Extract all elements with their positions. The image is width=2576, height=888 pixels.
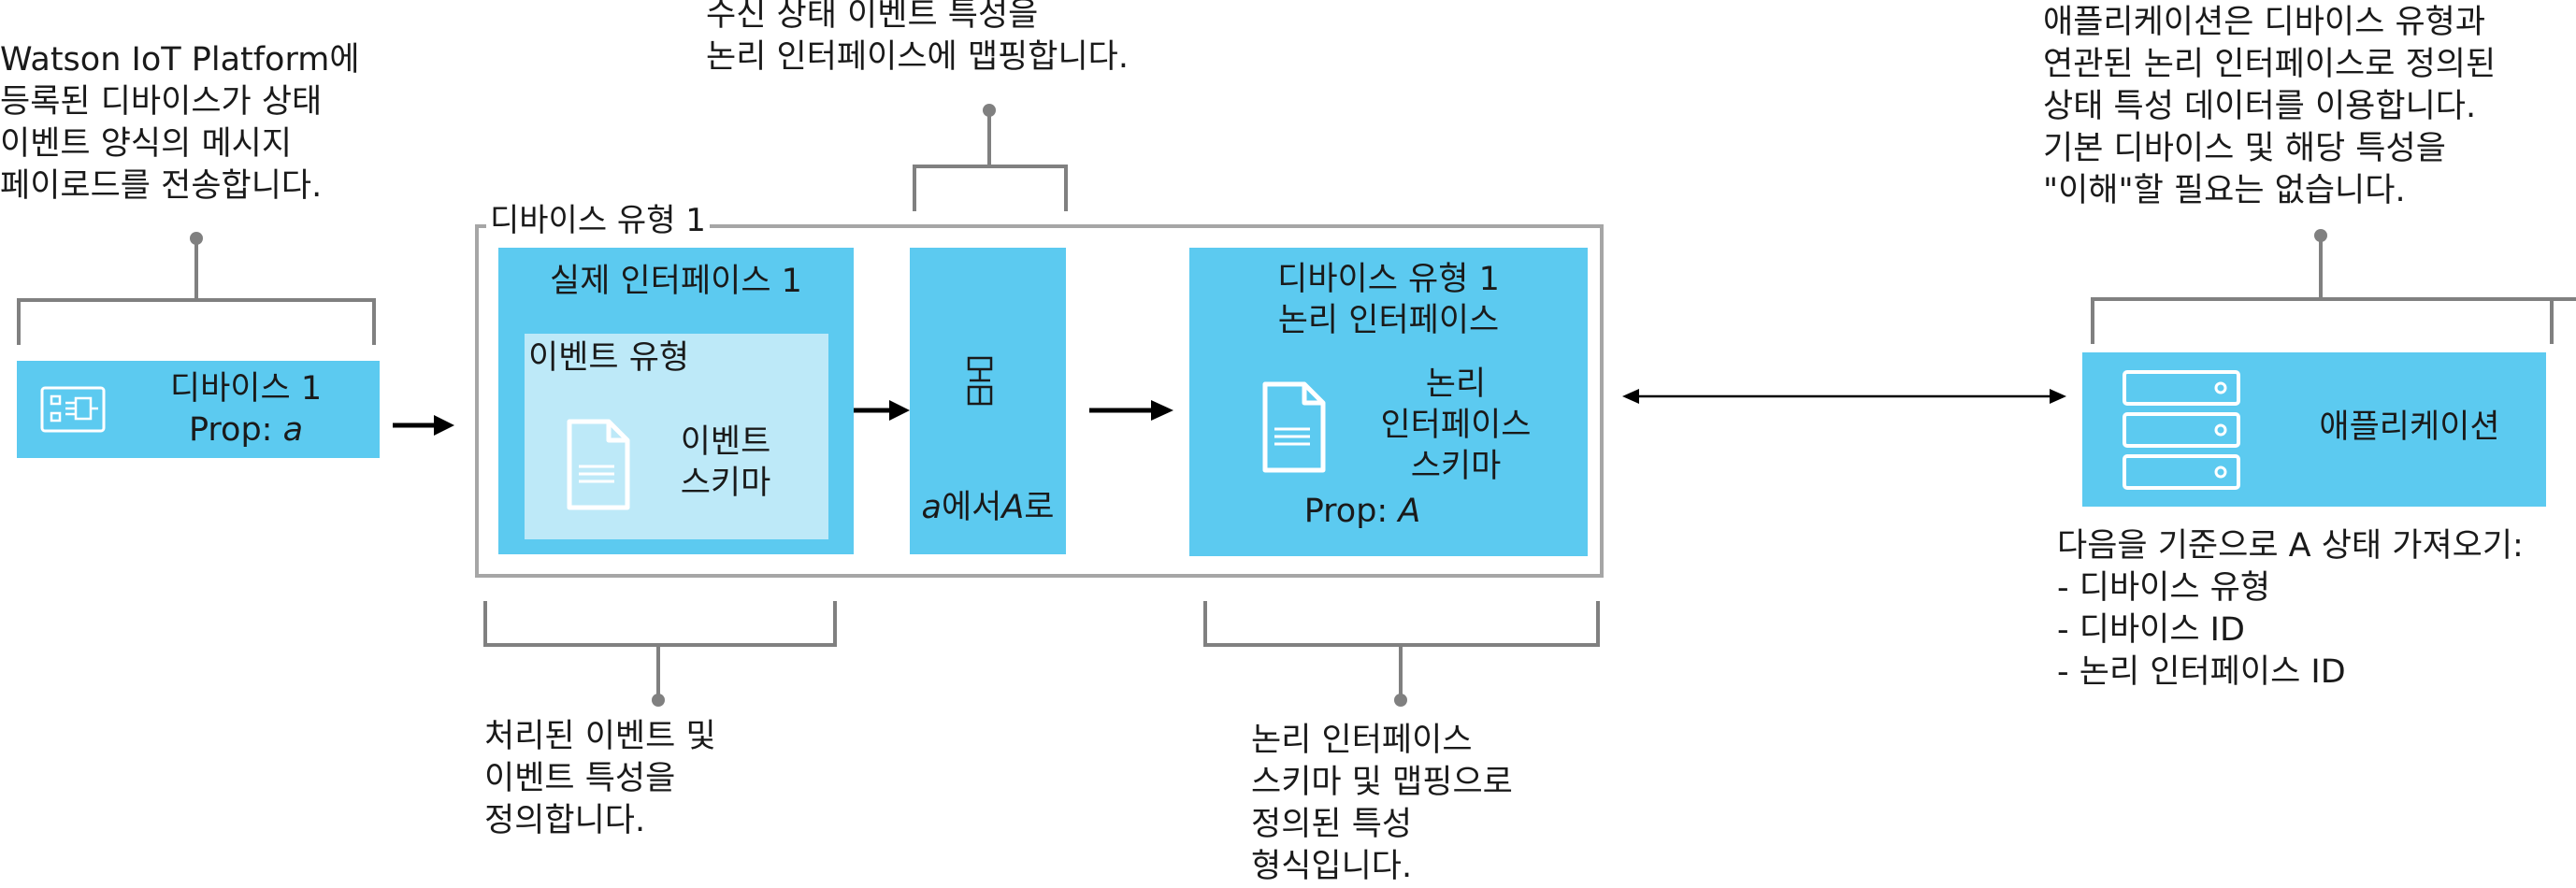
physical-bracket bbox=[483, 643, 837, 647]
mapping-label: a에서A로 bbox=[921, 489, 1055, 526]
physical-note: 처리된 이벤트 및 이벤트 특성을 정의합니다. bbox=[484, 718, 716, 839]
logical-bracket-dot bbox=[1394, 694, 1407, 707]
query-note: 다음을 기준으로 A 상태 가져오기: - 디바이스 유형 - 디바이스 ID … bbox=[2057, 527, 2524, 691]
logical-note: 논리 인터페이스 스키마 및 맵핑으로 정의된 특성 형식입니다. bbox=[1251, 722, 1513, 885]
device-type-group bbox=[475, 224, 1604, 578]
application-box: 애플리케이션 bbox=[2082, 352, 2546, 507]
arrow-physical-to-mapping bbox=[854, 400, 910, 421]
mapping-box: a에서A로 bbox=[910, 248, 1066, 554]
device-bracket bbox=[194, 238, 198, 300]
physical-interface-title: 실제 인터페이스 1 bbox=[550, 263, 802, 300]
document-icon bbox=[567, 419, 630, 510]
mapping-icon bbox=[967, 356, 993, 406]
device-1-box: 디바이스 1 Prop: a bbox=[17, 361, 380, 458]
device-type-label: 디바이스 유형 1 bbox=[486, 200, 710, 241]
document-icon bbox=[1262, 381, 1326, 473]
arrow-mapping-to-logical bbox=[1089, 400, 1173, 421]
server-icon bbox=[2123, 370, 2240, 490]
event-type-label: 이벤트 유형 bbox=[528, 339, 690, 377]
event-schema-label: 이벤트 스키마 bbox=[680, 423, 771, 502]
arrow-device-to-type bbox=[393, 415, 454, 436]
device-prop: Prop: a bbox=[188, 411, 304, 449]
logical-schema-label: 논리 인터페이스 스키마 bbox=[1380, 365, 1532, 485]
event-type-box: 이벤트 유형 이벤트 스키마 bbox=[525, 334, 828, 539]
mapping-note: 수신 상태 이벤트 특성을 논리 인터페이스에 맵핑합니다. bbox=[706, 0, 1129, 76]
device-name: 디바이스 1 bbox=[169, 370, 323, 408]
physical-interface-box: 실제 인터페이스 1 이벤트 유형 이벤트 스키마 bbox=[498, 248, 854, 554]
app-bracket bbox=[2319, 236, 2323, 299]
logical-prop: Prop: A bbox=[1303, 493, 1421, 530]
physical-bracket-dot bbox=[652, 694, 665, 707]
double-arrow-logical-application bbox=[1622, 389, 2066, 404]
app-note: 애플리케이션은 디바이스 유형과 연관된 논리 인터페이스로 정의된 상태 특성… bbox=[2043, 4, 2497, 209]
device-chip-icon bbox=[40, 386, 106, 433]
logical-interface-title: 디바이스 유형 1 논리 인터페이스 bbox=[1277, 261, 1500, 339]
logical-interface-box: 디바이스 유형 1 논리 인터페이스 논리 인터페이스 스키마 Prop: A bbox=[1189, 248, 1588, 556]
device-note: Watson IoT Platform에 등록된 디바이스가 상태 이벤트 양식… bbox=[0, 41, 360, 205]
mapping-bracket bbox=[987, 110, 991, 166]
application-label: 애플리케이션 bbox=[2319, 408, 2500, 446]
